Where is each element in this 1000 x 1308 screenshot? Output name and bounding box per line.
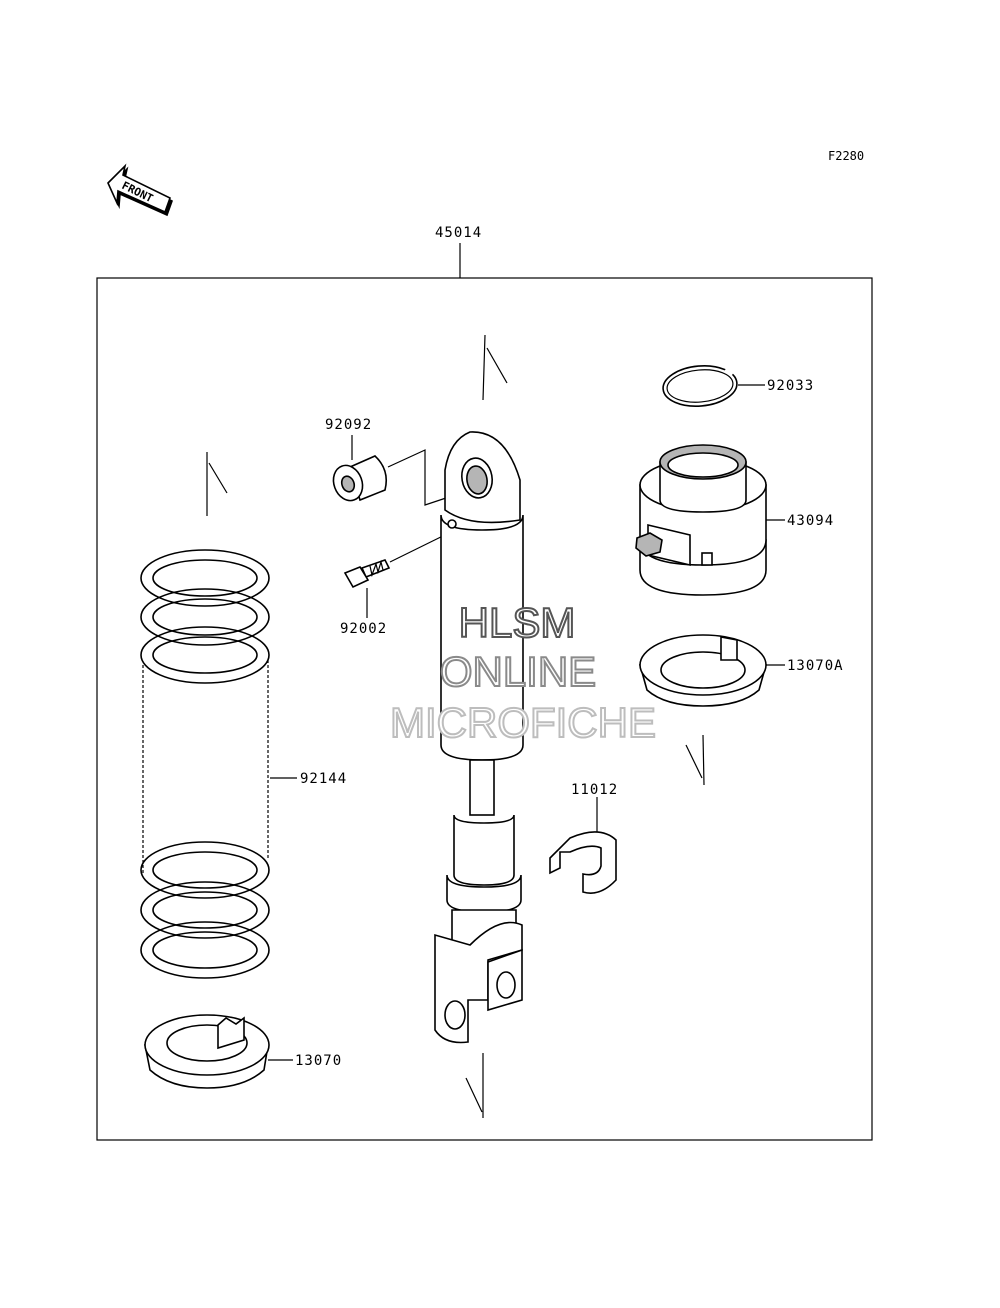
part-label-92144: 92144 — [300, 771, 347, 787]
part-label-92002: 92002 — [340, 621, 387, 637]
spring-92144 — [140, 549, 270, 979]
bushing-92092 — [332, 455, 388, 502]
front-direction-arrow-icon: FRONT — [107, 163, 173, 217]
snap-ring-92033 — [662, 365, 738, 407]
part-label-92033: 92033 — [767, 378, 814, 394]
figure-code: F2280 — [828, 149, 864, 163]
watermark-line-3: MICROFICHE — [390, 699, 656, 746]
adjuster-43094 — [635, 444, 767, 596]
watermark-line-1: HLSM — [459, 599, 576, 646]
part-label-45014: 45014 — [435, 225, 482, 241]
bolt-92002 — [343, 559, 391, 589]
part-label-43094: 43094 — [787, 513, 834, 529]
watermark-line-2: ONLINE — [440, 648, 596, 695]
spring-seat-13070A — [638, 634, 768, 707]
spring-seat-13070 — [144, 1014, 270, 1089]
assembly-frame — [96, 277, 873, 1141]
shock-absorber-45014 — [434, 431, 524, 1044]
part-label-92092: 92092 — [325, 417, 372, 433]
part-label-13070: 13070 — [295, 1053, 342, 1069]
part-label-11012: 11012 — [571, 782, 618, 798]
clip-11012 — [549, 831, 617, 894]
part-label-13070A: 13070A — [787, 658, 844, 674]
watermark: HLSM ONLINE MICROFICHE — [389, 598, 657, 747]
